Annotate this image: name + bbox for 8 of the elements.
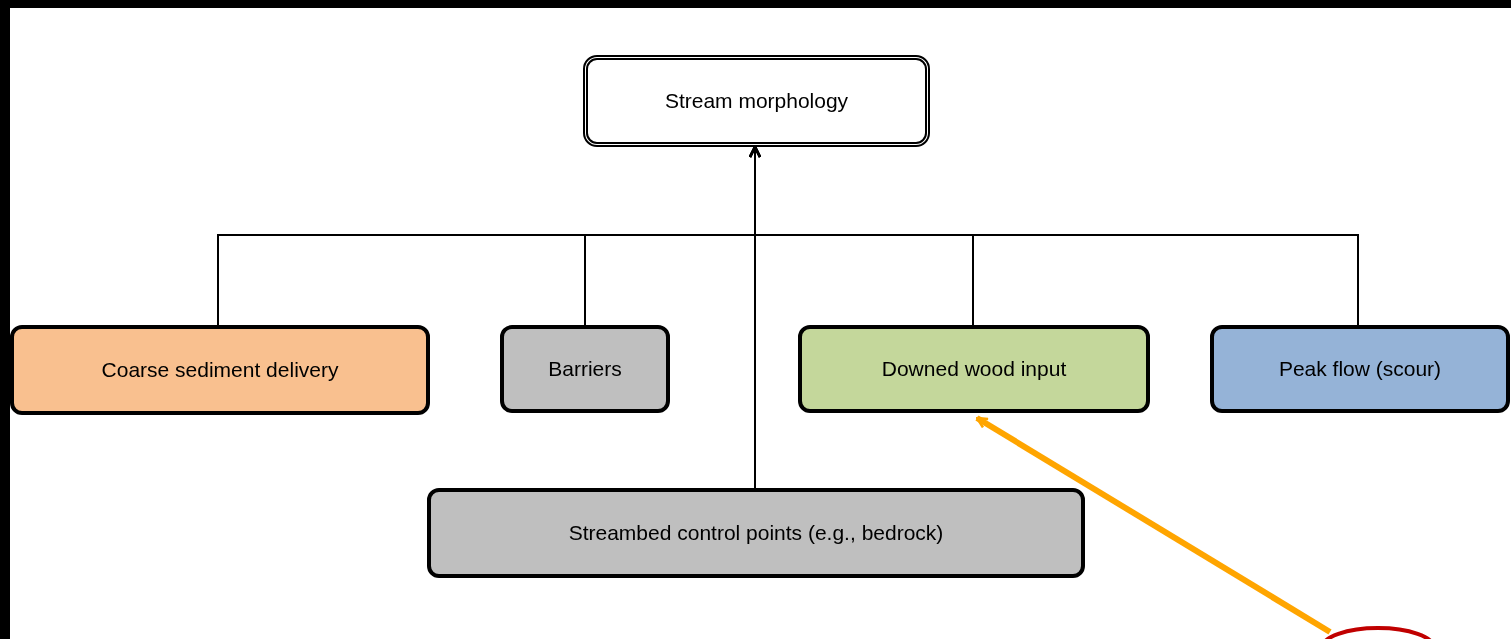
factor-box: Barriers xyxy=(500,325,670,413)
factor-box: Peak flow (scour) xyxy=(1210,325,1510,413)
factor-box: Streambed control points (e.g., bedrock) xyxy=(427,488,1085,578)
factor-box: Downed wood input xyxy=(798,325,1150,413)
factor-box: Stream morphology xyxy=(583,55,930,147)
connector-arrow xyxy=(748,145,762,489)
factor-box: Coarse sediment delivery xyxy=(10,325,430,415)
connector-arrow xyxy=(975,415,1332,635)
